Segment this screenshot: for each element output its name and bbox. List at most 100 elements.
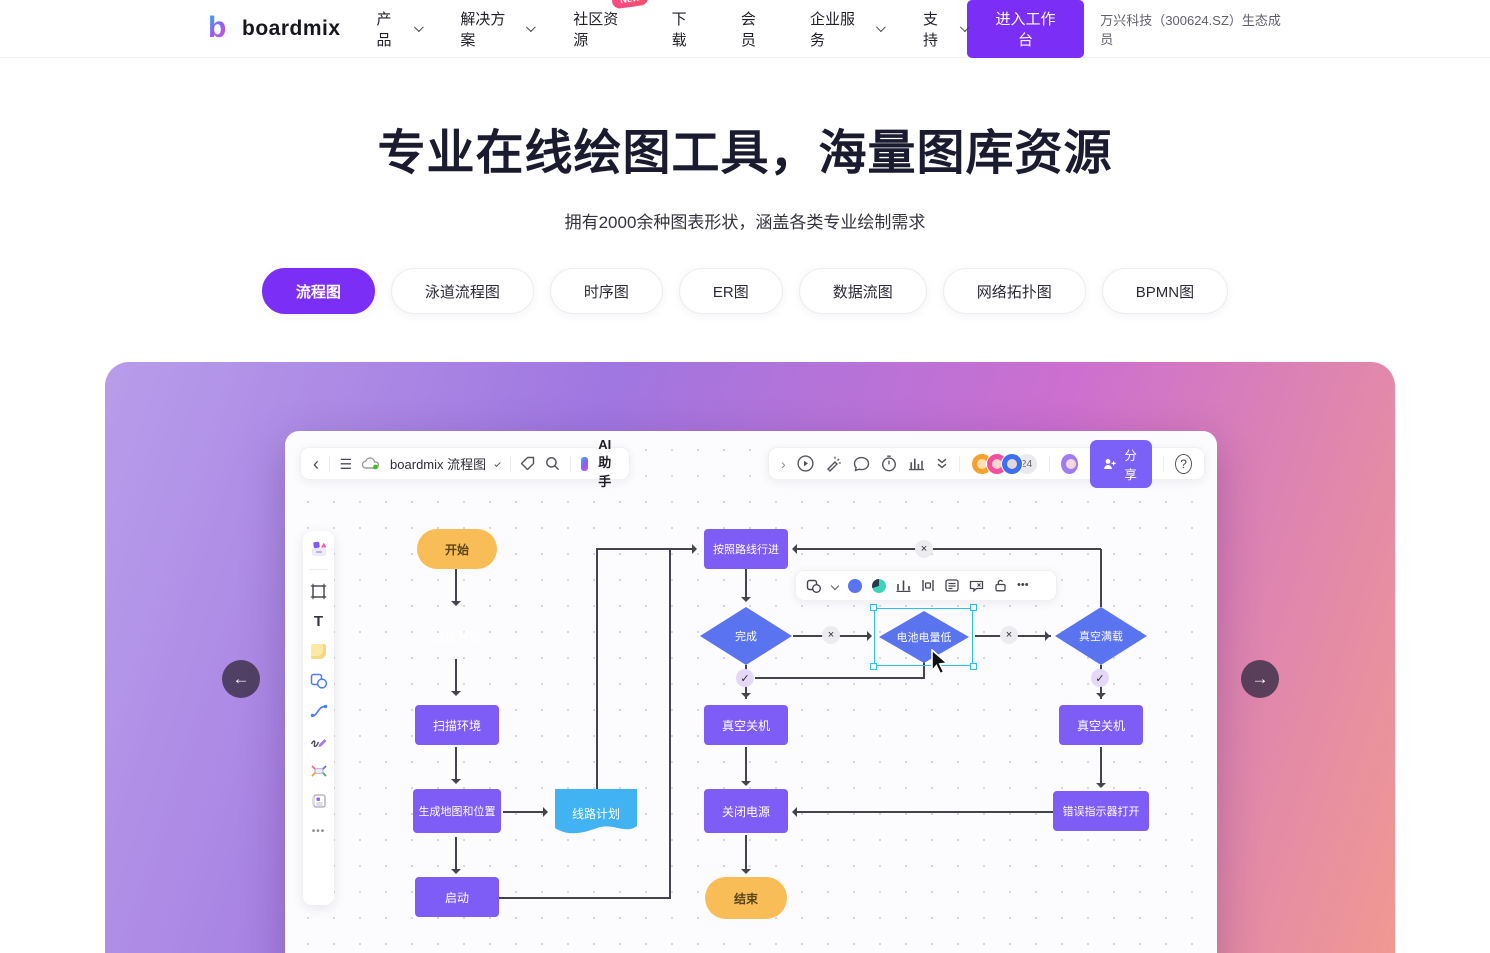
node-power-off[interactable]: 关闭电源 — [704, 789, 788, 833]
arrowhead — [451, 869, 461, 879]
node-vacuum-full[interactable]: 真空满载 — [1055, 607, 1147, 665]
tag-icon[interactable] — [520, 456, 535, 471]
arrowhead — [451, 779, 461, 789]
comment-tag-icon[interactable] — [969, 580, 984, 592]
double-chevron-down-icon[interactable] — [936, 457, 948, 470]
chevron-down-icon[interactable] — [494, 460, 502, 467]
node-follow-route[interactable]: 按照路线行进 — [704, 529, 788, 569]
tab-flowchart[interactable]: 流程图 — [261, 268, 375, 314]
share-person-icon — [1103, 458, 1116, 470]
search-icon[interactable] — [545, 456, 560, 471]
enter-workspace-button[interactable]: 进入工作台 — [966, 0, 1085, 58]
collapse-icon[interactable]: › — [781, 455, 786, 472]
tab-bpmn[interactable]: BPMN图 — [1101, 268, 1229, 314]
edge-label-yes[interactable]: ✓ — [736, 669, 754, 687]
selection-box[interactable] — [870, 604, 977, 670]
tab-er[interactable]: ER图 — [678, 268, 783, 314]
lock-icon[interactable] — [994, 579, 1007, 592]
edge-label-no[interactable]: × — [822, 626, 840, 644]
arrowhead — [787, 807, 797, 817]
arrowhead — [787, 544, 797, 554]
tab-dataflow[interactable]: 数据流图 — [798, 268, 927, 314]
node-vacuum-off-mid[interactable]: 真空关机 — [704, 705, 788, 745]
edge-label-no[interactable]: × — [1000, 626, 1018, 644]
resize-handle[interactable] — [970, 663, 977, 670]
resize-handle[interactable] — [970, 604, 977, 611]
editor-toolbar-left: ‹ ☰ boardmix 流程图 AI助手 — [300, 437, 630, 489]
node-done[interactable]: 完成 — [700, 607, 792, 665]
arrowhead — [741, 781, 751, 791]
shape-style-icon[interactable] — [806, 579, 822, 593]
edge-label-no[interactable]: × — [915, 540, 933, 558]
chevron-down-icon — [526, 22, 537, 32]
node-boot[interactable]: 启动 — [415, 877, 499, 917]
document-title[interactable]: boardmix 流程图 — [390, 457, 487, 472]
nav-item-membership[interactable]: 会员 — [740, 10, 756, 49]
collaborator-avatars[interactable]: 24 — [970, 452, 1038, 475]
templates-icon[interactable] — [310, 539, 328, 557]
cloud-sync-icon — [362, 457, 380, 470]
connector-icon[interactable] — [310, 702, 328, 720]
vote-chart-icon[interactable] — [908, 456, 925, 471]
text-tool-icon[interactable]: T — [313, 612, 324, 630]
ai-assistant-label[interactable]: AI助手 — [598, 437, 612, 489]
resize-handle[interactable] — [870, 663, 877, 670]
current-user-avatar[interactable] — [1060, 452, 1079, 475]
nav-item-community[interactable]: 社区资源New — [573, 0, 649, 50]
connector-line — [669, 548, 671, 898]
menu-icon[interactable]: ☰ — [339, 455, 353, 472]
tab-network[interactable]: 网络拓扑图 — [942, 268, 1086, 314]
card-doc-icon[interactable] — [310, 792, 328, 810]
page-title: 专业在线绘图工具，海量图库资源 — [377, 127, 1113, 180]
tab-sequence[interactable]: 时序图 — [549, 268, 663, 314]
chevron-down-icon — [876, 22, 886, 32]
divider — [1163, 455, 1165, 472]
node-start[interactable]: 开始 — [417, 529, 497, 569]
nav-item-products[interactable]: 产品 — [377, 8, 424, 50]
edge-label-yes[interactable]: ✓ — [1091, 669, 1109, 687]
pen-icon[interactable] — [310, 732, 328, 750]
node-error-indicator[interactable]: 错误指示器打开 — [1053, 791, 1149, 831]
nav-item-support[interactable]: 支持 — [923, 8, 970, 50]
nav-item-solutions[interactable]: 解决方案 — [460, 8, 537, 50]
fill-color-swatch[interactable] — [848, 578, 862, 593]
more-options-icon[interactable]: ••• — [1017, 579, 1029, 591]
connector-line — [499, 897, 671, 899]
frame-icon[interactable] — [310, 582, 328, 600]
page-subtitle: 拥有2000余种图表形状，涵盖各类专业绘制需求 — [564, 213, 926, 232]
nav-right: 进入工作台 万兴科技（300624.SZ）生态成员 — [966, 0, 1290, 58]
mindmap-icon[interactable] — [310, 762, 328, 780]
chevron-down-icon[interactable] — [830, 581, 840, 590]
resize-handle[interactable] — [870, 604, 877, 611]
comment-icon[interactable] — [853, 456, 870, 472]
divider — [309, 569, 328, 570]
nav-item-enterprise[interactable]: 企业服务 — [810, 8, 886, 50]
node-end[interactable]: 结束 — [705, 877, 787, 919]
connector-line — [455, 747, 457, 781]
carousel-next-button[interactable]: → — [1241, 660, 1279, 698]
shapes-icon[interactable] — [310, 672, 328, 690]
connector-line — [755, 677, 925, 679]
node-device-on[interactable]: 设备开机 — [432, 629, 481, 644]
node-vacuum-off-right[interactable]: 真空关机 — [1059, 705, 1143, 745]
stroke-color-swatch[interactable] — [872, 578, 886, 593]
arrowhead — [692, 544, 702, 554]
node-gen-map[interactable]: 生成地图和位置 — [413, 789, 501, 833]
logo[interactable]: b boardmix — [208, 12, 341, 44]
node-scan-env[interactable]: 扫描环境 — [415, 705, 499, 745]
text-panel-icon[interactable] — [945, 579, 959, 592]
timer-icon[interactable] — [881, 455, 897, 472]
share-button[interactable]: 分享 — [1089, 439, 1153, 488]
help-icon[interactable]: ? — [1175, 453, 1192, 474]
align-icon[interactable] — [896, 579, 911, 592]
tool-sidebar: T ••• — [303, 531, 334, 905]
tab-swimlane[interactable]: 泳道流程图 — [390, 268, 534, 314]
node-route-plan[interactable]: 线路计划 — [555, 789, 637, 837]
more-tools-icon[interactable]: ••• — [311, 825, 326, 837]
carousel-prev-button[interactable]: ← — [222, 660, 260, 698]
sticky-note-icon[interactable] — [310, 642, 328, 660]
distribute-icon[interactable] — [921, 579, 935, 592]
nav-item-download[interactable]: 下载 — [671, 10, 687, 49]
laser-pointer-icon[interactable] — [825, 456, 842, 472]
present-play-icon[interactable] — [797, 455, 814, 472]
